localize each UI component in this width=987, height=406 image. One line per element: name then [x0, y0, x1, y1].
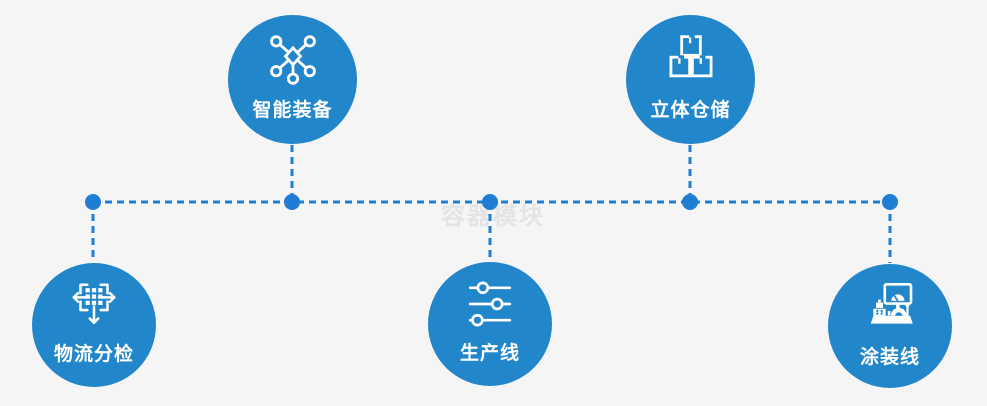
connector-dot [482, 194, 498, 210]
node-label: 涂装线 [859, 347, 920, 368]
node-painting-line[interactable]: 涂装线 [828, 264, 952, 388]
node-stereo-warehouse[interactable]: 立体仓储 [626, 15, 755, 144]
connector-dot [284, 194, 300, 210]
node-label: 立体仓储 [650, 100, 731, 121]
network-nodes-icon [269, 35, 316, 85]
connector-dot [882, 194, 898, 210]
connector-dot [682, 194, 698, 210]
node-label: 物流分检 [53, 344, 134, 365]
sliders-icon [468, 281, 512, 327]
connector-dot [85, 194, 101, 210]
node-label: 生产线 [459, 343, 520, 364]
stacked-boxes-icon [669, 34, 712, 78]
sort-distribute-icon [72, 283, 116, 324]
node-smart-equipment[interactable]: 智能装备 [228, 15, 357, 144]
control-station-icon [870, 282, 913, 324]
node-production-line[interactable]: 生产线 [428, 262, 552, 386]
node-label: 智能装备 [252, 100, 333, 121]
node-logistics-sorting[interactable]: 物流分检 [32, 263, 156, 387]
